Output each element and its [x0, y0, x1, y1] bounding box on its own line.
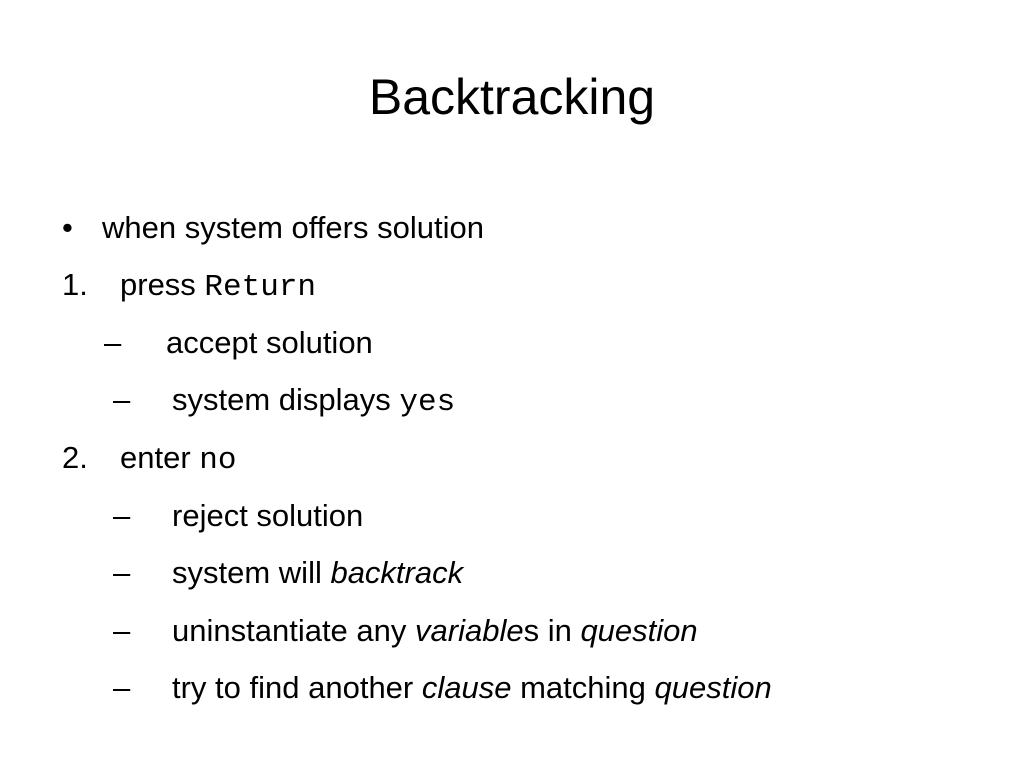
bullet-text: when system offers solution — [102, 208, 484, 248]
sub-item-text: system will backtrack — [172, 553, 463, 593]
number-marker: 2. — [62, 440, 88, 475]
numbered-text: enter no — [120, 438, 237, 481]
text-segment: s in — [523, 613, 581, 648]
dash-marker: – — [113, 555, 131, 590]
sub-item-text: accept solution — [166, 323, 373, 363]
emphasis-text: variable — [415, 613, 524, 648]
text-segment: when system offers solution — [102, 210, 484, 245]
text-segment: system displays — [172, 382, 400, 417]
dash-marker: – — [113, 498, 131, 533]
text-segment: uninstantiate any — [172, 613, 416, 648]
text-segment: reject solution — [172, 498, 364, 533]
text-segment: enter — [120, 440, 200, 475]
dash-marker: – — [113, 613, 131, 648]
text-segment: press — [120, 267, 205, 302]
dash-marker: – — [113, 670, 131, 705]
emphasis-text: clause — [421, 670, 512, 705]
code-text: Return — [204, 270, 317, 305]
code-text: no — [199, 443, 237, 478]
number-marker: 1. — [62, 267, 88, 302]
code-text: yes — [399, 385, 456, 420]
dash-marker: – — [104, 325, 122, 360]
text-segment: system will — [172, 555, 331, 590]
dash-marker: – — [113, 382, 131, 417]
sub-item-text: try to find another clause matching ques… — [172, 668, 772, 708]
numbered-text: press Return — [120, 265, 316, 308]
emphasis-text: backtrack — [330, 555, 464, 590]
text-segment: accept solution — [166, 325, 373, 360]
emphasis-text: question — [580, 613, 698, 648]
bullet-marker: • — [62, 210, 73, 245]
text-segment: matching — [511, 670, 655, 705]
sub-item-text: system displays yes — [172, 380, 455, 423]
emphasis-text: question — [654, 670, 772, 705]
sub-item-text: uninstantiate any variables in question — [172, 611, 698, 651]
text-segment: try to find another — [172, 670, 422, 705]
slide-title: Backtracking — [368, 69, 656, 125]
sub-item-text: reject solution — [172, 496, 363, 536]
